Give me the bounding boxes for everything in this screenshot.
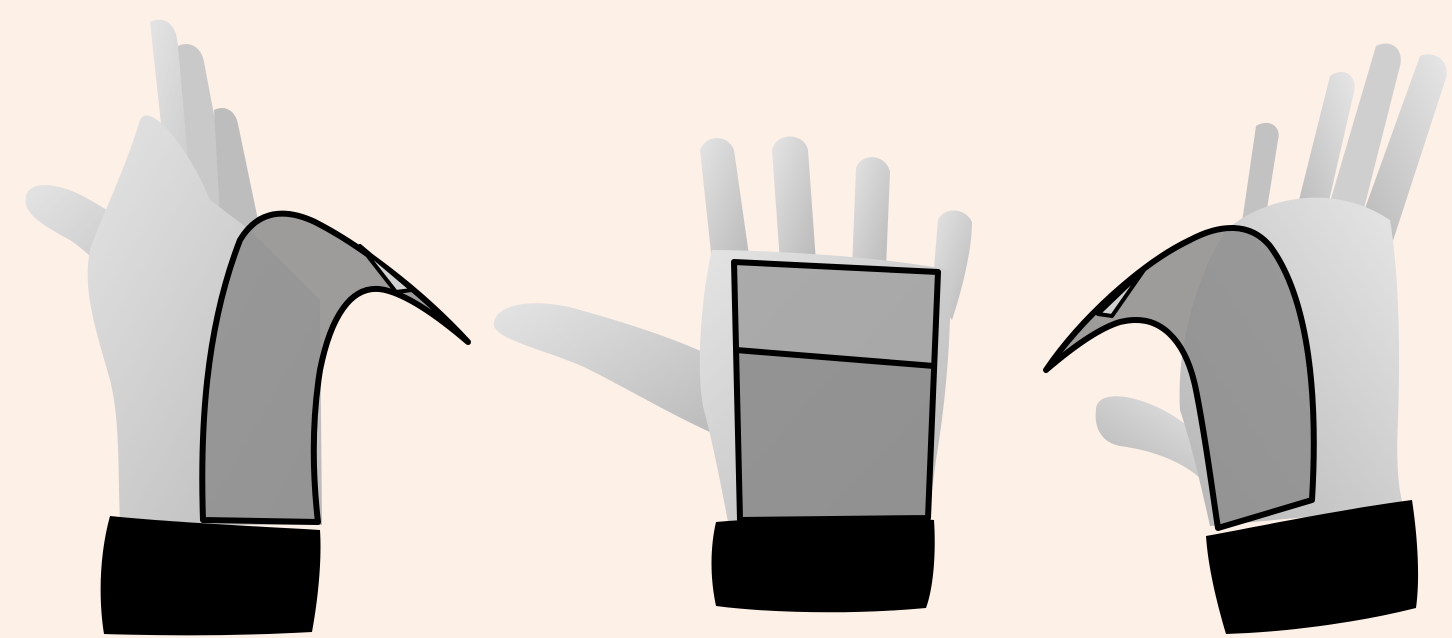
center-wrist-cuff — [712, 516, 935, 612]
center-hand-finger — [772, 137, 816, 263]
center-grip-pad-bottom — [736, 350, 934, 520]
left-grip-pad — [202, 214, 468, 522]
left-hand-side-view — [25, 20, 468, 636]
center-hand-thumb — [494, 303, 728, 440]
left-wrist-cuff — [101, 516, 321, 635]
center-hand-palm-view — [494, 137, 972, 613]
right-hand-side-view — [1046, 43, 1447, 634]
center-hand-finger — [700, 138, 750, 262]
center-hand-finger — [852, 157, 890, 268]
right-grip-pad — [1046, 228, 1314, 528]
